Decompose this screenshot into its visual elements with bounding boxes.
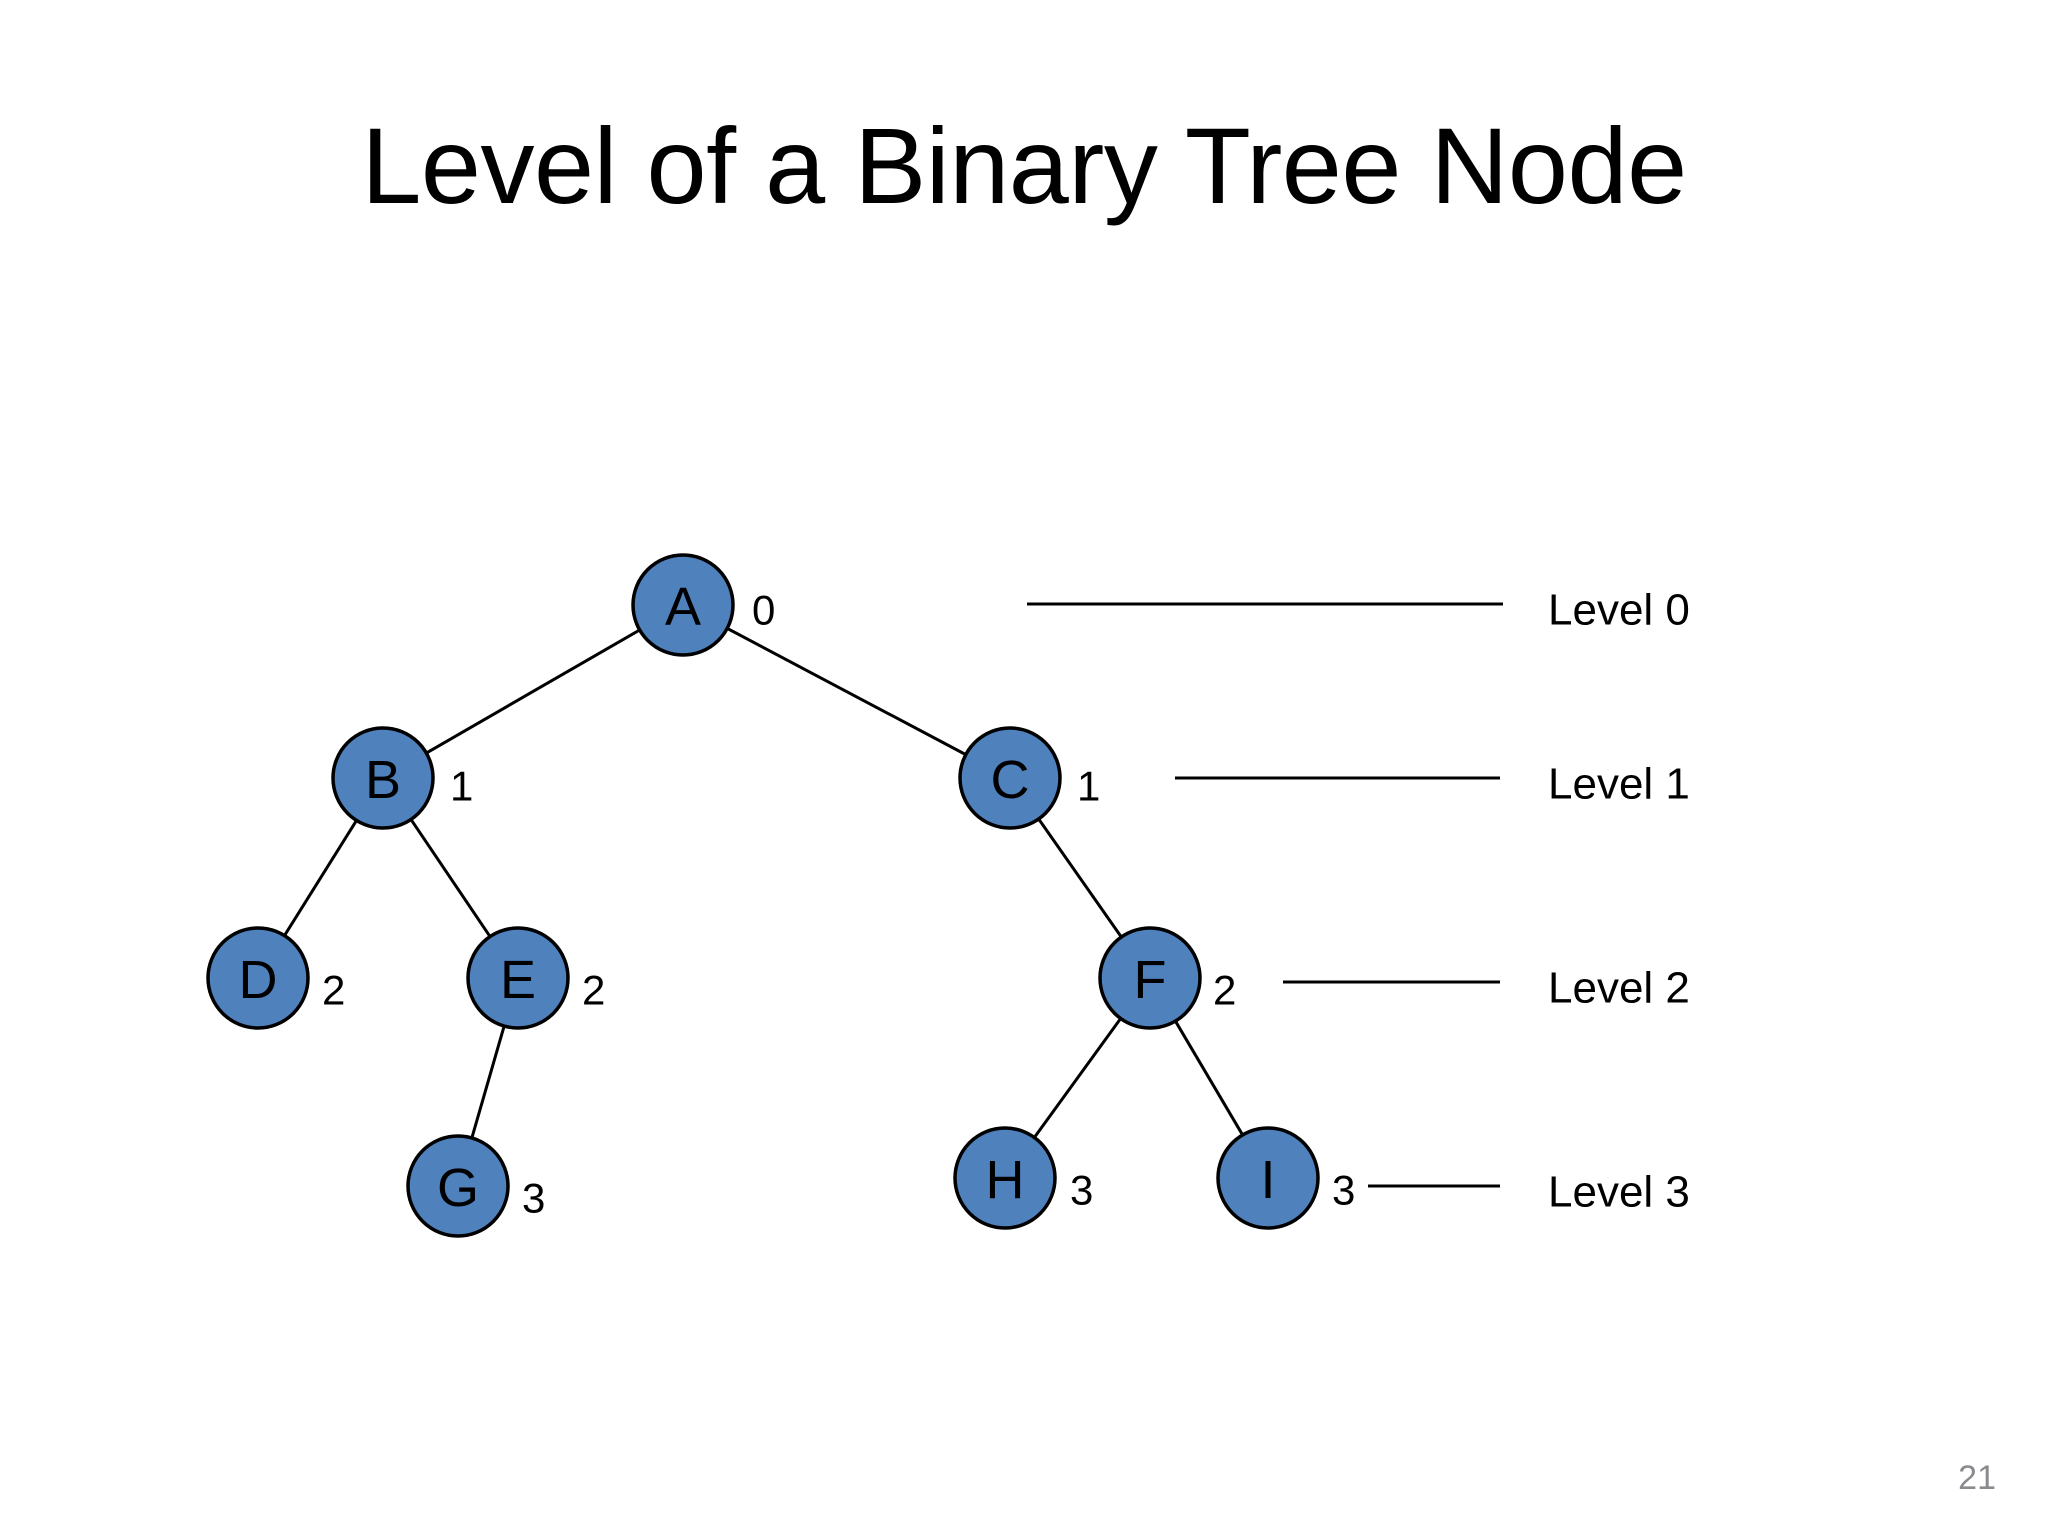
- node-level-value-a: 0: [752, 587, 775, 634]
- tree-node-circle-g[interactable]: [406, 1134, 510, 1238]
- tree-edge-b-d: [283, 819, 358, 937]
- tree-edge-c-f: [1037, 818, 1123, 938]
- level-label-3: Level 3: [1548, 1168, 1690, 1217]
- node-level-value-c: 1: [1077, 763, 1100, 810]
- tree-node-i[interactable]: I: [1216, 1126, 1320, 1230]
- level-label-0: Level 0: [1548, 586, 1690, 635]
- tree-edge-e-g: [470, 1025, 506, 1139]
- tree-node-d[interactable]: D: [206, 926, 310, 1030]
- tree-edges-group: [283, 627, 1244, 1139]
- tree-node-h[interactable]: H: [953, 1126, 1057, 1230]
- tree-node-a[interactable]: A: [631, 553, 735, 657]
- tree-node-label-a: A: [665, 577, 701, 637]
- tree-edge-a-b: [425, 628, 641, 755]
- level-label-2: Level 2: [1548, 964, 1690, 1013]
- tree-node-f[interactable]: F: [1098, 926, 1202, 1030]
- tree-node-circle-h[interactable]: [953, 1126, 1057, 1230]
- tree-node-label-e: E: [500, 950, 536, 1010]
- level-markers-group: Level 0 Level 1 Level 2 Level 3: [1027, 586, 1690, 1217]
- tree-node-label-f: F: [1134, 950, 1167, 1010]
- page-title: Level of a Binary Tree Node: [361, 105, 1687, 226]
- node-level-value-h: 3: [1070, 1167, 1093, 1214]
- node-level-value-b: 1: [450, 763, 473, 810]
- tree-node-b[interactable]: B: [331, 726, 435, 830]
- tree-node-e[interactable]: E: [466, 926, 570, 1030]
- page-number: 21: [1958, 1459, 1996, 1497]
- tree-edge-f-i: [1174, 1020, 1244, 1136]
- tree-node-c[interactable]: C: [958, 726, 1062, 830]
- tree-node-circle-b[interactable]: [331, 726, 435, 830]
- tree-node-g[interactable]: G: [406, 1134, 510, 1238]
- node-level-value-i: 3: [1332, 1167, 1355, 1214]
- tree-edge-a-c: [726, 627, 967, 756]
- node-level-value-d: 2: [322, 967, 345, 1014]
- level-label-1: Level 1: [1548, 760, 1690, 809]
- tree-node-circle-i[interactable]: [1216, 1126, 1320, 1230]
- tree-node-label-b: B: [365, 750, 401, 810]
- tree-node-label-h: H: [986, 1150, 1025, 1210]
- tree-edge-f-h: [1033, 1017, 1122, 1139]
- tree-node-circle-c[interactable]: [958, 726, 1062, 830]
- node-level-value-f: 2: [1213, 967, 1236, 1014]
- tree-node-label-g: G: [437, 1158, 479, 1218]
- tree-edge-b-e: [409, 818, 492, 938]
- tree-node-circle-f[interactable]: [1098, 926, 1202, 1030]
- node-level-value-g: 3: [522, 1175, 545, 1222]
- tree-node-label-i: I: [1260, 1150, 1275, 1210]
- tree-node-label-c: C: [991, 750, 1030, 810]
- tree-node-circle-d[interactable]: [206, 926, 310, 1030]
- node-level-value-e: 2: [582, 967, 605, 1014]
- tree-node-circle-a[interactable]: [631, 553, 735, 657]
- tree-node-circle-e[interactable]: [466, 926, 570, 1030]
- tree-node-label-d: D: [239, 950, 278, 1010]
